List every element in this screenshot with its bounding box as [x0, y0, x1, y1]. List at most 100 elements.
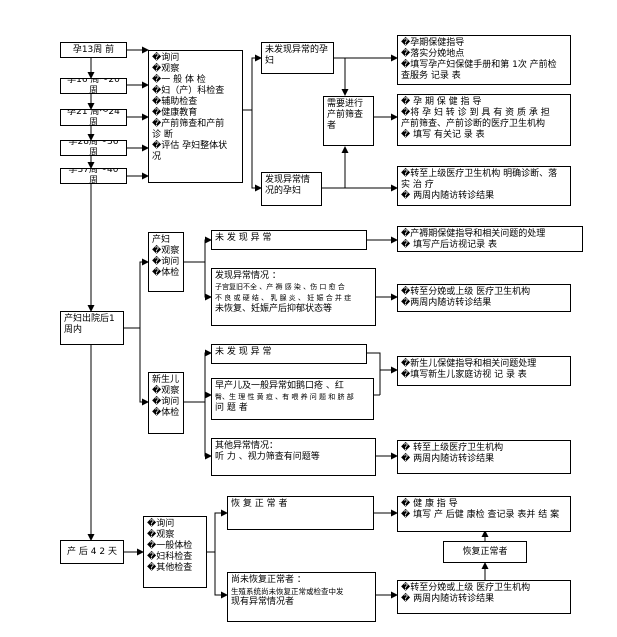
action-item: �孕期保健指导	[401, 38, 465, 48]
service-item: 新生儿	[152, 375, 180, 385]
condition-item: 子宫复旧不全 、产 褥 感 染 、伤 口 愈 合	[215, 283, 345, 291]
stage-label: 孕13周 前	[72, 44, 115, 55]
stage-box-1: 孕13周 前	[60, 42, 127, 58]
service-item: �询问	[147, 519, 175, 529]
action-item: � 两周内随访转诊结果	[401, 594, 495, 604]
condition-item: 听 力 、视力筛查有问题等	[215, 452, 320, 462]
condition-item: 其他异常情况：	[215, 441, 279, 451]
action-item: � 转至上级医疗卫生机构	[401, 443, 504, 453]
checkup42-services-box: �询问 �观察 �一般体检 �妇科检查 �其他检查	[143, 516, 207, 588]
service-item: �妇（产）科检查	[152, 86, 225, 96]
service-item: �产前筛查和产前	[152, 119, 225, 129]
action-item: �转至分娩或上级 医疗卫生机构	[401, 583, 531, 593]
action-item: �填写孕产妇保健手册和第 1次 产前检	[401, 60, 557, 70]
mother-normal-actions-box: �产褥期保健指导和相关问题的处理 � 填写产后访视记录 表	[397, 226, 583, 252]
condition-item: 不 良 或 硬 结 、 乳 腺 炎 、 妊 娠 合 并 症	[215, 294, 352, 302]
stage-label: 孕37周～40 周	[68, 168, 119, 184]
action-item: 查服务 记录 表	[401, 71, 461, 81]
service-item: �辅助检查	[152, 97, 198, 107]
condition-item: 尚未恢复正常者 ：	[231, 575, 306, 585]
recovered-loop-box: 恢复正常者	[443, 541, 527, 563]
baby-services-box: 新生儿 �观察 �询问 �体检	[148, 372, 184, 434]
action-item: � 两周内随访转诊结果	[401, 454, 495, 464]
abnormal-pregnant-box: 发现异常情况的孕妇	[261, 172, 322, 206]
service-item: �评估 孕妇整体状	[152, 141, 228, 151]
stage-box-3: 孕21 周～24 周	[60, 109, 127, 126]
mother-normal-label: 未 发 现 异 常	[215, 233, 272, 243]
action-item: �转至分娩或上级 医疗卫生机构	[401, 287, 531, 297]
action-item: �将 孕 妇 转 诊 到 具 有 资 质 承 担	[401, 108, 550, 118]
condition-item: 发现异常情况 ：	[215, 271, 281, 281]
action-item: �转至上级医疗卫生机构 明确诊断、落	[401, 169, 558, 179]
action-item: �产褥期保健指导和相关问题的处理	[401, 229, 546, 239]
baby-other-box: 其他异常情况： 听 力 、视力筛查有问题等	[211, 438, 376, 476]
normal-pregnant-label: 未发现异常的孕妇	[265, 45, 329, 66]
not-recovered-actions-box: �转至分娩或上级 医疗卫生机构 � 两周内随访转诊结果	[397, 580, 571, 614]
service-item: �其他检查	[147, 563, 193, 573]
baby-normal-box: 未 发 现 异 常	[211, 344, 367, 364]
prenatal-services-box: �询问 �观察 �一 般 体 检 �妇（产）科检查 �辅助检查 �健康教育 �产…	[148, 50, 243, 183]
action-item: � 填写产后访视记录 表	[401, 240, 497, 250]
screening-box: 需要进行产前筛查者	[323, 96, 374, 146]
stage-label: 孕16 周～20 周	[67, 78, 120, 94]
checkup42-label: 产 后 4 2 天	[67, 546, 117, 557]
condition-item: 生殖系统尚未恢复正常或检查中发	[231, 587, 344, 596]
mother-abnormal-actions-box: �转至分娩或上级 医疗卫生机构 �两周内随访转诊结果	[397, 284, 571, 312]
abnormal-pregnant-label: 发现异常情况的孕妇	[265, 175, 311, 196]
screening-label: 需要进行产前筛查者	[327, 99, 364, 131]
stage-box-5: 孕37周～40 周	[60, 168, 127, 184]
baby-other-actions-box: � 转至上级医疗卫生机构 � 两周内随访转诊结果	[397, 440, 571, 474]
action-item: � 孕 期 保 健 指 导	[401, 97, 482, 107]
service-item: 诊 断	[152, 130, 173, 140]
action-item: 产前筛查、产前诊断的医疗卫生机构	[401, 119, 546, 129]
action-item: � 两周内随访转诊结果	[401, 191, 495, 201]
service-item: �观察	[152, 246, 180, 256]
action-item: � 填写 产 后健 康检 查记录 表并 结 案	[401, 510, 560, 520]
screening-actions-box: � 孕 期 保 健 指 导 �将 孕 妇 转 诊 到 具 有 资 质 承 担 产…	[397, 94, 571, 146]
normal-actions-box: �孕期保健指导 �落实分娩地点 �填写孕产妇保健手册和第 1次 产前检 查服务 …	[397, 35, 571, 85]
postpartum-box: 产妇出院后1周内	[60, 311, 124, 345]
action-item: 实 治 疗	[401, 180, 434, 190]
service-item: 产妇	[152, 235, 171, 245]
service-item: �观察	[152, 64, 180, 74]
baby-normal-actions-box: �新生儿保健指导和相关问题处理 �填写新生儿家庭访视 记 录 表	[397, 356, 571, 386]
service-item: �询问	[152, 53, 180, 63]
mother-services-box: 产妇 �观察 �询问 �体检	[148, 232, 184, 292]
stage-label: 孕28周～36 周	[68, 140, 119, 156]
stage-box-4: 孕28周～36 周	[60, 140, 127, 156]
service-item: �观察	[147, 530, 175, 540]
condition-item: 臀、生 理 性 黄 疸 、有 喂 养 问 题 和 脐 部	[215, 393, 354, 401]
service-item: �健康教育	[152, 108, 198, 118]
service-item: �一 般 体 检	[152, 75, 206, 85]
action-item: �填写新生儿家庭访视 记 录 表	[401, 370, 527, 380]
action-item: �落实分娩地点	[401, 49, 465, 59]
stage-label: 孕21 周～24 周	[67, 109, 120, 126]
mother-normal-box: 未 发 现 异 常	[211, 230, 367, 250]
service-item: �体检	[152, 268, 180, 278]
action-item: �两周内随访转诊结果	[401, 298, 492, 308]
condition-item: 未恢复、妊娠产后抑郁状态等	[215, 304, 333, 314]
action-item: � 填写 有关记 录 表	[401, 130, 485, 140]
action-item: � 健 康 指 导	[401, 499, 458, 509]
action-item: �新生儿保健指导和相关问题处理	[401, 359, 537, 369]
abnormal-actions-box: �转至上级医疗卫生机构 明确诊断、落 实 治 疗 � 两周内随访转诊结果	[397, 166, 571, 206]
checkup42-box: 产 后 4 2 天	[60, 540, 124, 564]
stage-box-2: 孕16 周～20 周	[60, 78, 127, 94]
condition-item: 早产儿及一般异常如鹅口疮 、红	[215, 381, 344, 391]
service-item: �一般体检	[147, 541, 193, 551]
condition-item: 问 题 者	[215, 403, 248, 413]
service-item: �询问	[152, 257, 180, 267]
service-item: �询问	[152, 397, 180, 407]
not-recovered-box: 尚未恢复正常者 ： 生殖系统尚未恢复正常或检查中发 现有异常情况者	[227, 572, 376, 622]
condition-item: 现有异常情况者	[231, 597, 295, 607]
postpartum-label: 产妇出院后1周内	[64, 314, 115, 335]
service-item: �观察	[152, 386, 180, 396]
recovered-box: 恢 复 正 常 者	[227, 496, 374, 530]
baby-normal-label: 未 发 现 异 常	[215, 347, 272, 357]
service-item: 况	[152, 152, 162, 162]
mother-abnormal-box: 发现异常情况 ： 子宫复旧不全 、产 褥 感 染 、伤 口 愈 合 不 良 或 …	[211, 268, 376, 326]
service-item: �妇科检查	[147, 552, 193, 562]
service-item: �体检	[152, 408, 180, 418]
recovered-actions-box: � 健 康 指 导 � 填写 产 后健 康检 查记录 表并 结 案	[397, 496, 571, 532]
